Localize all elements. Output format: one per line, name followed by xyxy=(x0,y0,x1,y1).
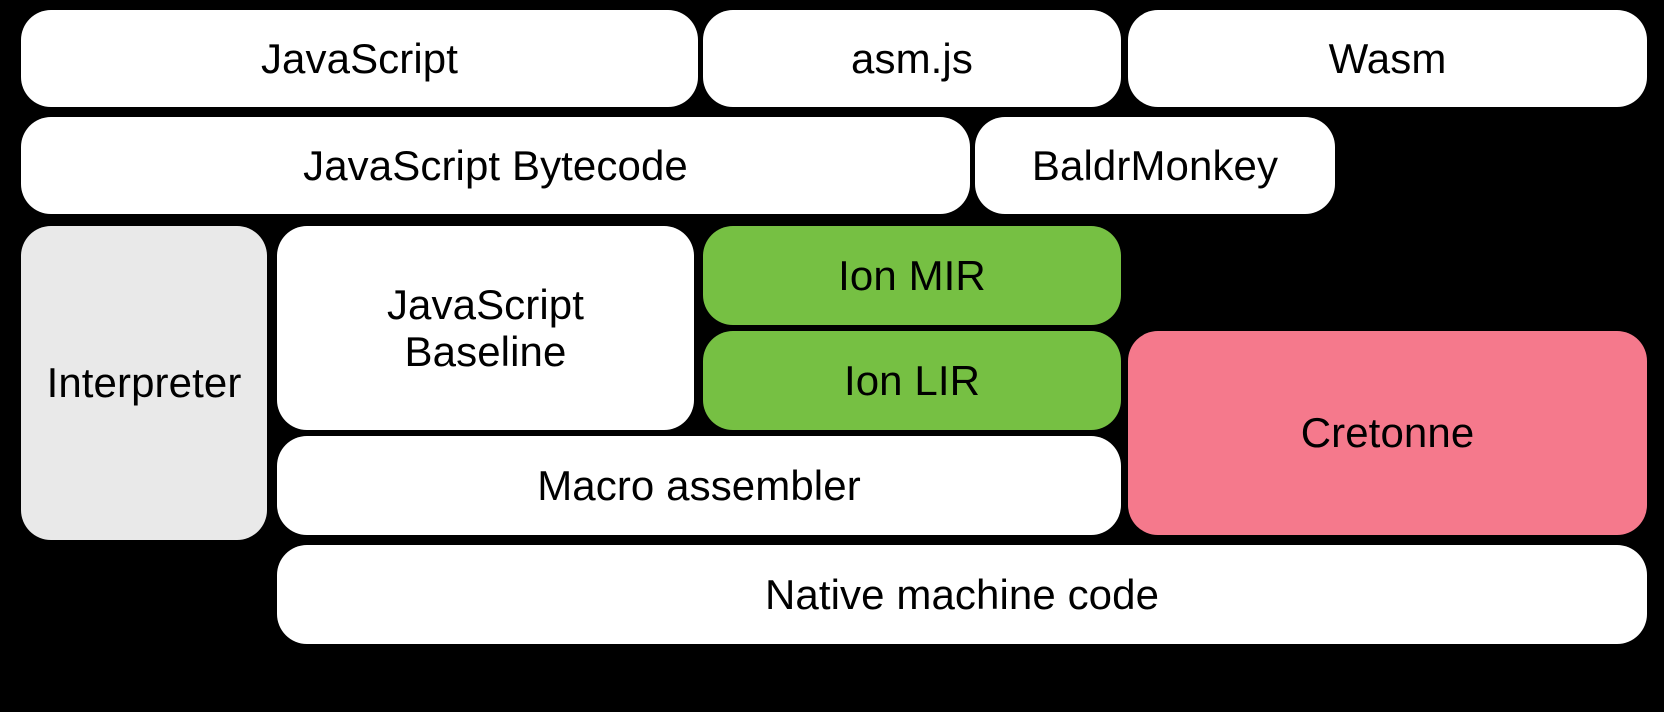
diagram-box-wasm: Wasm xyxy=(1128,10,1647,107)
diagram-box-native-machine-code: Native machine code xyxy=(277,545,1647,644)
diagram-box-javascript: JavaScript xyxy=(21,10,698,107)
diagram-box-ion-mir: Ion MIR xyxy=(703,226,1121,325)
diagram-box-asmjs: asm.js xyxy=(703,10,1121,107)
diagram-box-interpreter: Interpreter xyxy=(21,226,267,540)
diagram-box-baldrmonkey: BaldrMonkey xyxy=(975,117,1335,214)
diagram-box-cretonne: Cretonne xyxy=(1128,331,1647,535)
diagram-box-javascript-baseline: JavaScript Baseline xyxy=(277,226,694,430)
diagram-box-ion-lir: Ion LIR xyxy=(703,331,1121,430)
diagram-box-macro-assembler: Macro assembler xyxy=(277,436,1121,535)
diagram-box-javascript-bytecode: JavaScript Bytecode xyxy=(21,117,970,214)
